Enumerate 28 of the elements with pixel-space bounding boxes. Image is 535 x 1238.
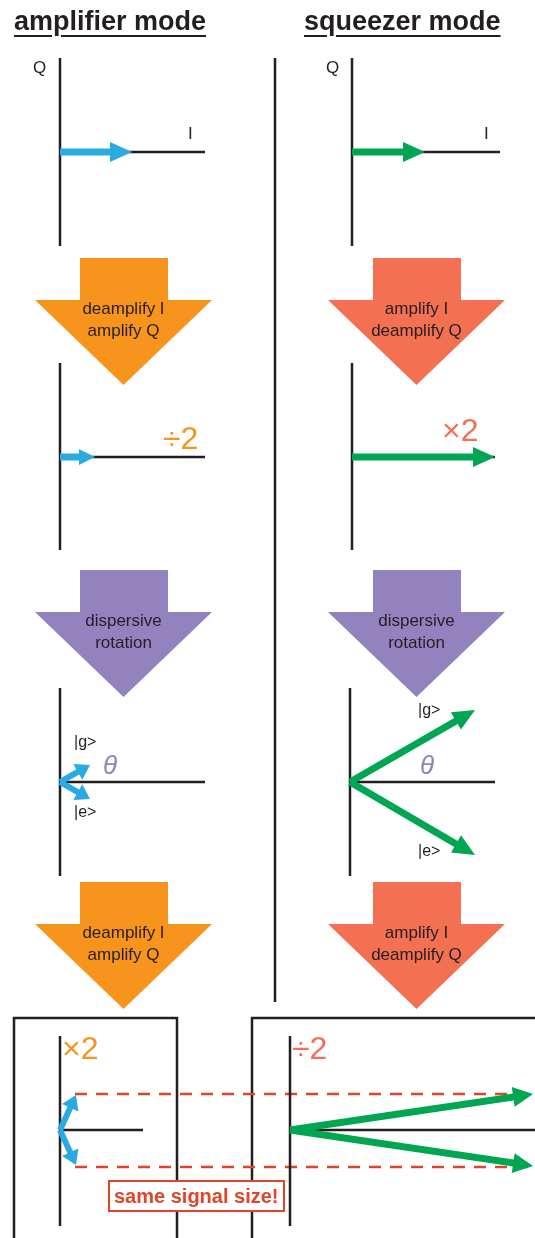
arrow-label: dispersive rotation [377, 610, 456, 654]
arrow-label: amplify I deamplify Q [370, 298, 463, 342]
scale-factor: ÷2 [163, 420, 199, 457]
block-arrow [328, 882, 505, 1009]
arrow-label: deamplify I amplify Q [81, 298, 166, 342]
scale-factor: ×2 [442, 412, 479, 449]
state-label: |e> [74, 803, 97, 821]
arrow-label: deamplify I amplify Q [81, 922, 166, 966]
block-arrow [35, 570, 212, 697]
axis-label: I [188, 124, 193, 144]
column-heading: squeezer mode [304, 6, 501, 37]
arrow-label: dispersive rotation [84, 610, 163, 654]
scale-factor: ×2 [62, 1030, 99, 1067]
block-arrow [328, 570, 505, 697]
block-arrow [328, 258, 505, 385]
angle-symbol: θ [420, 750, 435, 781]
axis-label: Q [33, 58, 47, 78]
column-heading: amplifier mode [14, 6, 207, 37]
state-label: |g> [74, 733, 97, 751]
angle-symbol: θ [103, 750, 118, 781]
callout-note: same signal size! [108, 1180, 285, 1212]
scale-factor: ÷2 [292, 1030, 328, 1067]
axis-label: I [484, 124, 489, 144]
block-arrow [35, 882, 212, 1009]
axis-label: Q [326, 58, 340, 78]
block-arrow [35, 258, 212, 385]
state-label: |e> [418, 842, 441, 860]
arrow-label: amplify I deamplify Q [370, 922, 463, 966]
